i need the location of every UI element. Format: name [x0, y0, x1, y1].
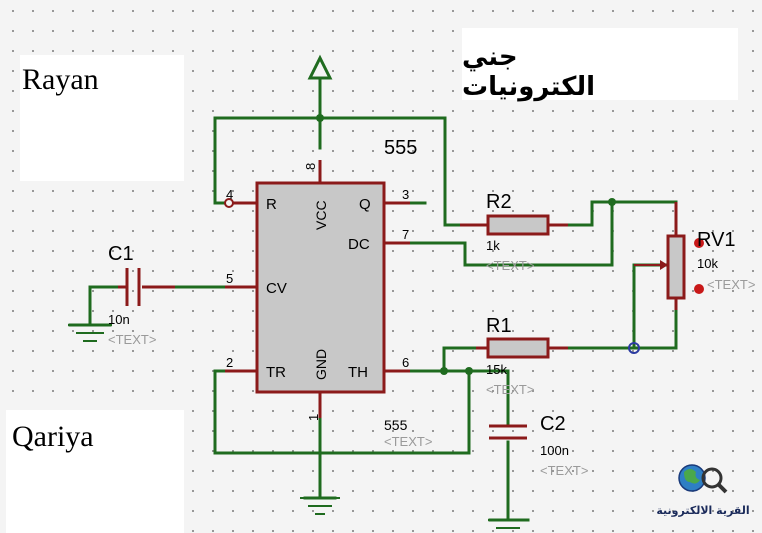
r1-value: 15k — [486, 362, 507, 377]
c1-text: <TEXT> — [108, 332, 156, 347]
logo-text: القرية الالكترونية — [656, 504, 750, 517]
r2-text: <TEXT> — [486, 258, 534, 273]
c1-name: C1 — [108, 243, 134, 265]
pin-num-3: 3 — [402, 187, 409, 202]
pin-label-cv: CV — [266, 280, 287, 297]
r1-name: R1 — [486, 315, 512, 337]
c2-text: <TEXT> — [540, 463, 588, 478]
capacitor-c2[interactable]: C2 100n <TEXT> — [489, 413, 588, 478]
junction-dot — [316, 114, 324, 122]
junction-dot — [440, 367, 448, 375]
r2-value: 1k — [486, 238, 500, 253]
ic-text-placeholder: <TEXT> — [384, 434, 432, 449]
ic-name: 555 — [384, 137, 417, 159]
site-logo: القرية الالكترونية — [646, 458, 762, 533]
arabic-title: جني الكترونيات — [462, 42, 596, 102]
globe-wrench-icon — [678, 464, 728, 494]
qariya-label-box: Qariya — [6, 410, 184, 533]
pin-label-tr: TR — [266, 364, 286, 381]
junction-dot — [608, 198, 616, 206]
ic-value: 555 — [384, 417, 408, 433]
capacitor-c1[interactable]: C1 10n <TEXT> — [108, 243, 175, 347]
junction-dot — [465, 367, 473, 375]
rayan-label: Rayan — [22, 63, 99, 96]
qariya-label: Qariya — [12, 420, 94, 453]
probe-node[interactable] — [628, 342, 640, 354]
pin-label-q: Q — [359, 196, 371, 213]
resistor-r1[interactable]: R1 15k <TEXT> — [476, 315, 568, 397]
rv1-adjust-down-icon[interactable] — [694, 284, 704, 294]
pin-num-8: 8 — [303, 163, 318, 170]
vcc-power-icon — [307, 54, 333, 118]
pin-num-4: 4 — [226, 187, 233, 202]
pin-label-dc: DC — [348, 236, 370, 253]
pin-num-7: 7 — [402, 227, 409, 242]
arabic-title-box: جني الكترونيات — [462, 28, 738, 102]
c2-name: C2 — [540, 413, 566, 435]
ic-555[interactable]: 555 4 8 3 7 5 2 6 1 R VCC Q DC CV TR GND… — [224, 137, 432, 449]
junctions — [316, 114, 616, 375]
r2-name: R2 — [486, 191, 512, 213]
rv1-text: <TEXT> — [707, 277, 755, 292]
pin-label-th: TH — [348, 364, 368, 381]
pin-label-r: R — [266, 196, 277, 213]
potentiometer-rv1[interactable]: RV1 10k <TEXT> — [634, 202, 755, 310]
ground-symbols — [68, 324, 528, 529]
pin-label-gnd: GND — [313, 349, 329, 380]
rv1-adjust-up-icon[interactable] — [694, 238, 704, 248]
pin-label-vcc: VCC — [313, 200, 329, 230]
c2-value: 100n — [540, 443, 569, 458]
c1-value: 10n — [108, 312, 130, 327]
pin-num-6: 6 — [402, 355, 409, 370]
pin-num-5: 5 — [226, 271, 233, 286]
pin-num-1: 1 — [306, 414, 321, 421]
pin-num-2: 2 — [226, 355, 233, 370]
r1-text: <TEXT> — [486, 382, 534, 397]
resistor-r2[interactable]: R2 1k <TEXT> — [460, 191, 568, 273]
reset-inverter-bubble — [224, 198, 234, 208]
rayan-label-box: Rayan — [20, 55, 184, 181]
rv1-name: RV1 — [697, 229, 736, 251]
rv1-value: 10k — [697, 256, 718, 271]
